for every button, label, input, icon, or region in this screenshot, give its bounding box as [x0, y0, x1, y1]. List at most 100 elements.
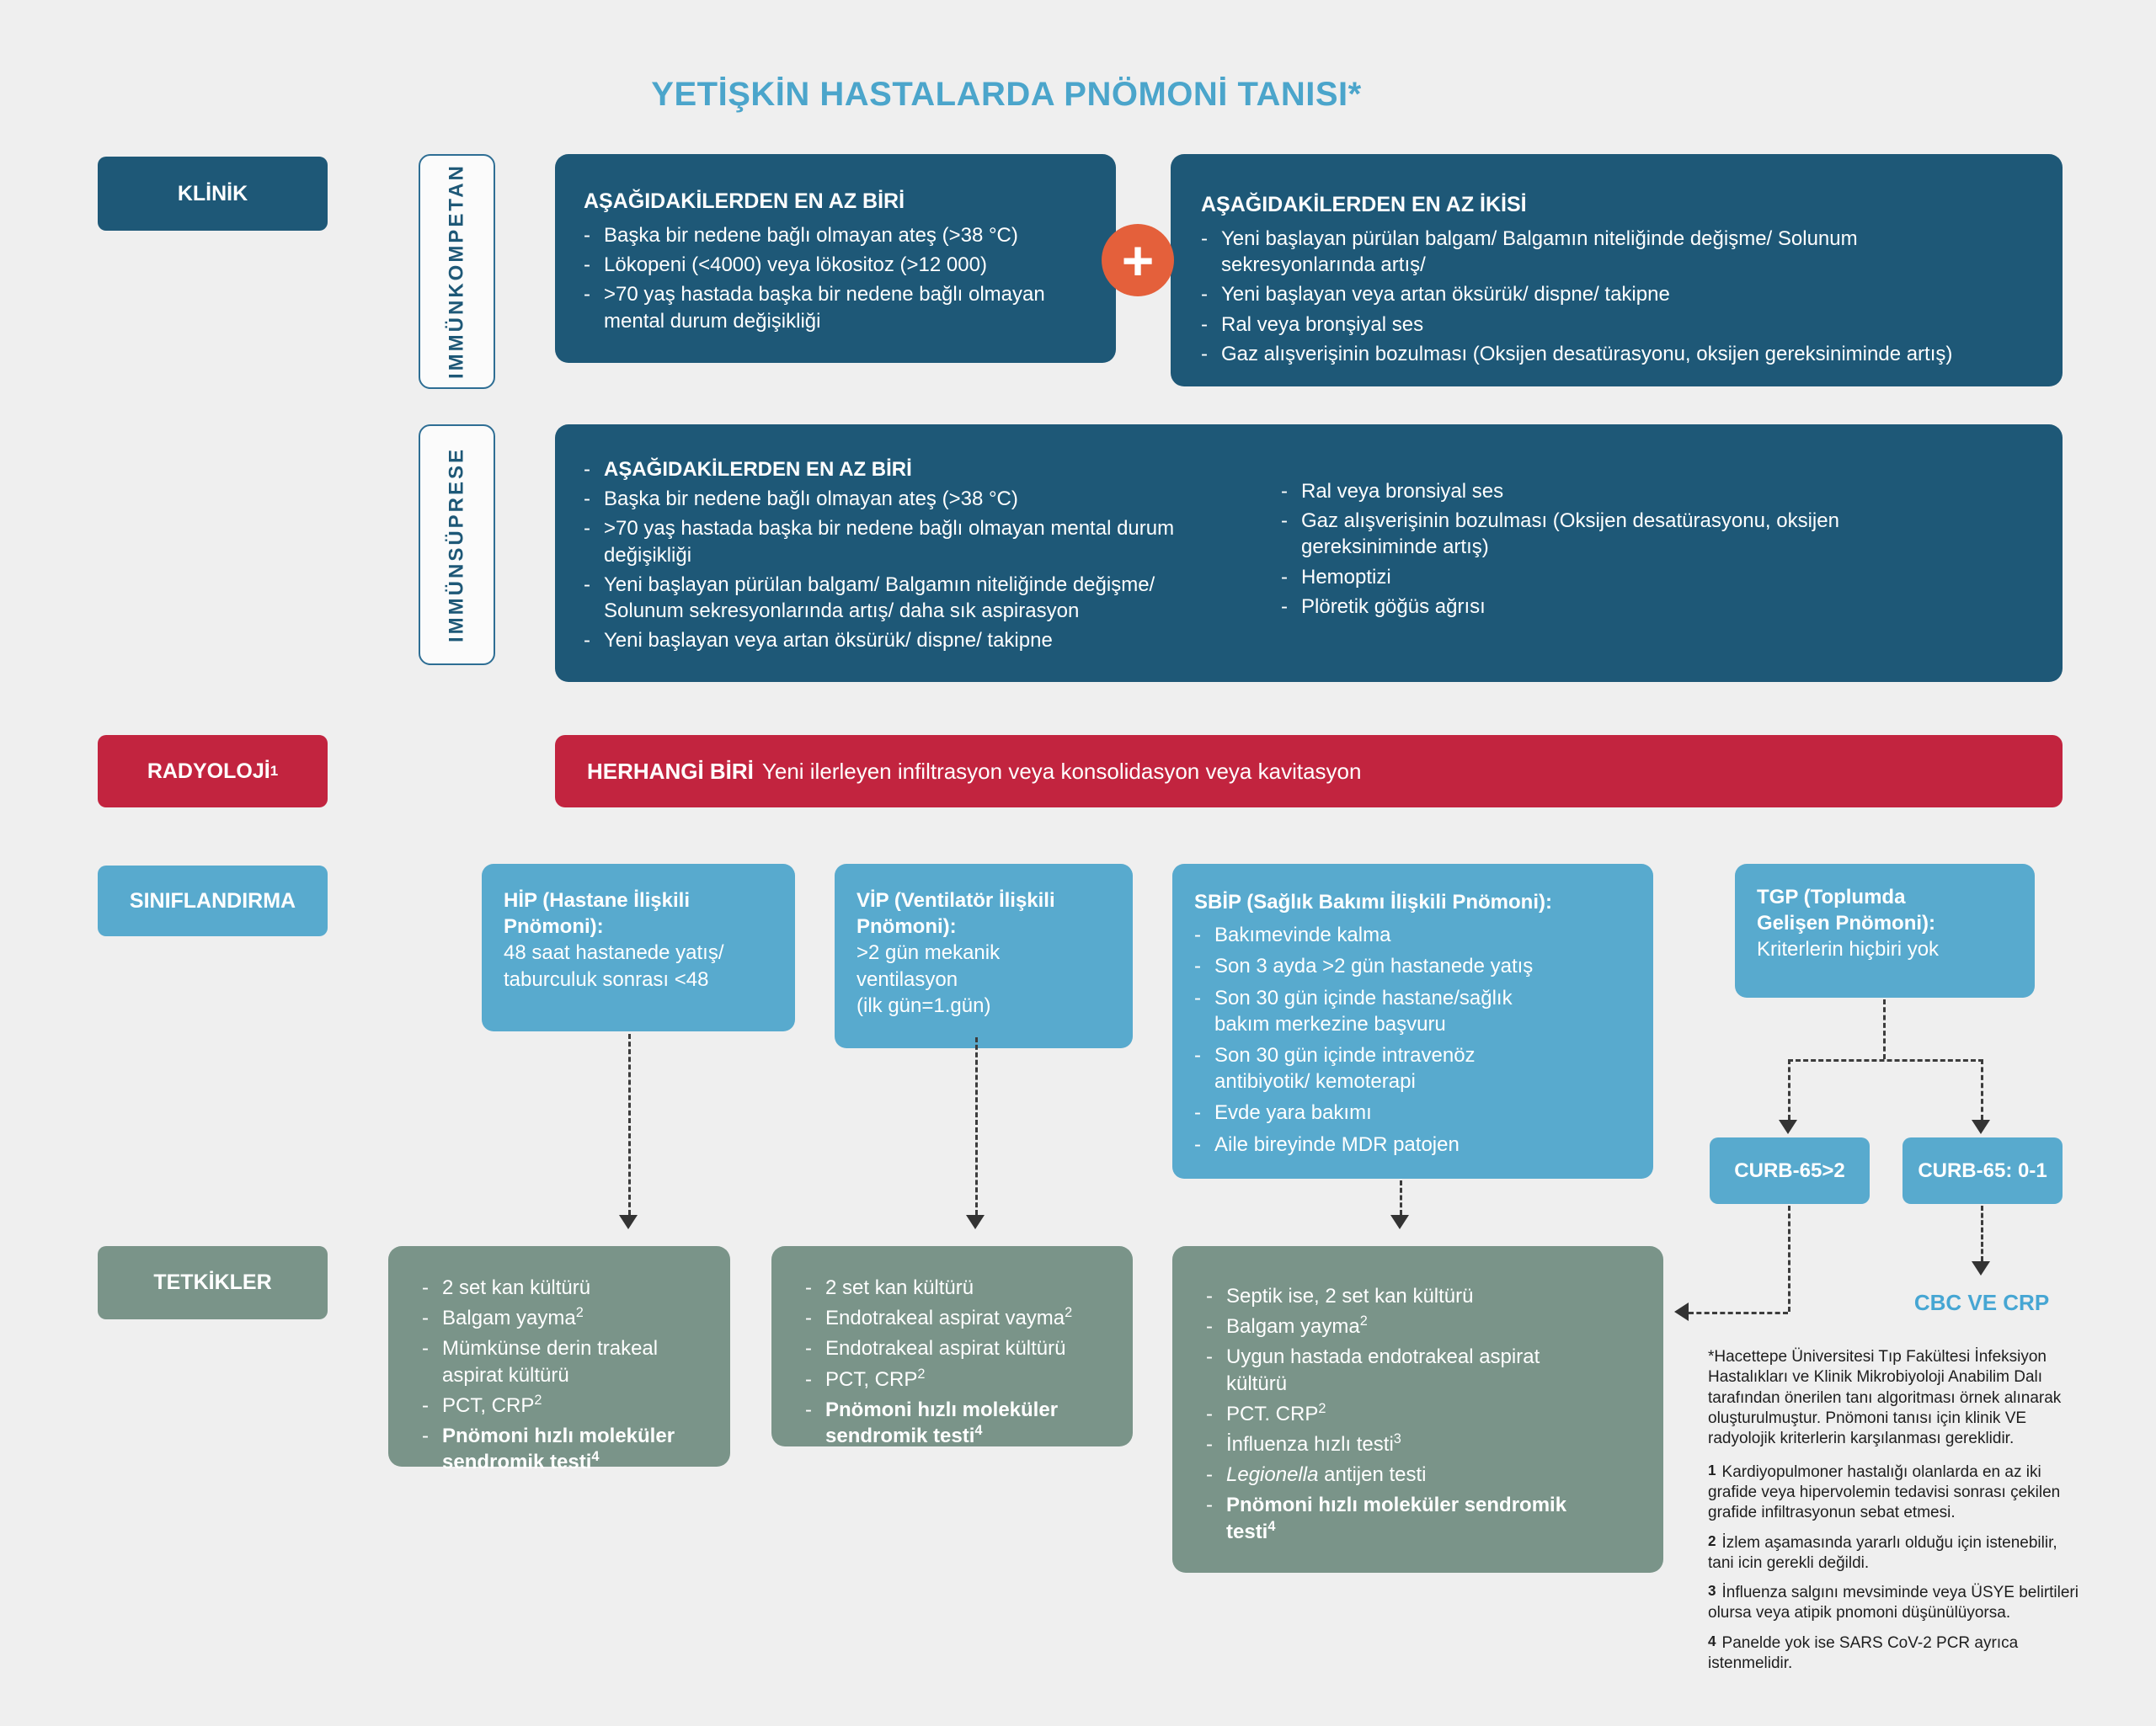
- list-item: -Yeni başlayan pürülan balgam/ Balgamın …: [584, 573, 1155, 622]
- row-label-klinik: KLİNİK: [98, 157, 328, 231]
- connector-curb-low-down: [1981, 1206, 1983, 1261]
- list-item: -Gaz alışverişinin bozulması (Oksijen de…: [1201, 342, 1953, 365]
- list-item: -Evde yara bakımı: [1194, 1101, 1372, 1125]
- list-item: -Endotrakeal aspirat kültürü: [805, 1337, 1066, 1361]
- list-item: -PCT, CRP2: [422, 1392, 542, 1417]
- list-item: -Pnömoni hızlı moleküler sendromik testi…: [1206, 1494, 1567, 1543]
- list-item: -Pnömoni hızlı moleküler sendromik testi…: [422, 1424, 675, 1474]
- tests-sbip-box: -Septik ise, 2 set kan kültürü -Balgam ya…: [1172, 1246, 1663, 1573]
- arrow-down-icon: [1779, 1120, 1797, 1134]
- criteria-list: -Bakımevinde kalma -Son 3 ayda >2 gün has…: [1194, 922, 1631, 1158]
- list-item: -Son 30 gün içinde hastane/sağlık bakım …: [1194, 986, 1513, 1036]
- arrow-down-icon: [966, 1215, 985, 1229]
- footnotes-block: *Hacettepe Üniversitesi Tıp Fakültesi İn…: [1708, 1347, 2079, 1682]
- plus-icon: +: [1102, 224, 1174, 296]
- classification-title: SBİP (Sağlık Bakımı İlişkili Pnömoni):: [1194, 891, 1552, 914]
- connector-tgp-stem: [1883, 999, 1886, 1059]
- list-item: -Başka bir nedene bağlı olmayan ateş (>3…: [584, 224, 1018, 247]
- immunocompetent-criteria-box: AŞAĞIDAKİLERDEN EN AZ BİRİ -Başka bir ne…: [555, 154, 1116, 363]
- tests-hip-box: -2 set kan kültürü -Balgam yayma2 -Mümküns…: [388, 1246, 730, 1473]
- criteria-column-right: -Ral veya bronsiyal ses-Gaz alışverişini…: [1281, 478, 1938, 623]
- box-heading: AŞAĞIDAKİLERDEN EN AZ BİRİ: [584, 189, 905, 213]
- page-title: YETİŞKİN HASTALARDA PNÖMONİ TANISI*: [651, 76, 1362, 113]
- list-item: -Yeni başlayan veya artan öksürük/ dispn…: [584, 629, 1053, 653]
- classification-title: VİP (Ventilatör İlişkili Pnömoni):: [857, 889, 1055, 939]
- cbc-crp-label: CBC VE CRP: [1913, 1290, 2050, 1315]
- criteria-column-left: -AŞAĞIDAKİLERDEN EN AZ BİRİ-Başka bir ne…: [584, 456, 1257, 657]
- connector-curb-high-left: [1689, 1312, 1788, 1314]
- row-label-text: RADYOLOJİ: [147, 759, 270, 783]
- tests-list: -Septik ise, 2 set kan kültürü -Balgam ya…: [1206, 1283, 1652, 1545]
- list-item: -Balgam yayma2: [1206, 1313, 1368, 1339]
- classification-body: 48 saat hastanede yatış/ taburculuk sonr…: [504, 941, 724, 991]
- classification-title: HİP (Hastane İlişkili Pnömoni):: [504, 889, 690, 939]
- classification-title: TGP (Toplumda Gelişen Pnömoni):: [1757, 886, 1936, 935]
- connector-tgp-branch: [1788, 1059, 1983, 1062]
- connector-tgp-curb-low: [1981, 1059, 1983, 1120]
- list-item: ->70 yaş hastada başka bir nedene bağlı …: [584, 517, 1175, 567]
- row-label-tetkikler: TETKİKLER: [98, 1246, 328, 1319]
- list-item: -Yeni başlayan veya artan öksürük/ dispn…: [1201, 283, 1670, 306]
- connector-curb-high-down: [1788, 1206, 1790, 1312]
- list-item: -Son 30 gün içinde intravenöz antibiyoti…: [1194, 1043, 1476, 1094]
- criteria-list: -AŞAĞIDAKİLERDEN EN AZ BİRİ-Başka bir ne…: [584, 456, 1257, 653]
- bar-bold-text: HERHANGİ BİRİ: [587, 758, 754, 784]
- list-item: -Balgam yayma2: [422, 1305, 584, 1330]
- list-item: -Plöretik göğüs ağrısı: [1281, 594, 1486, 618]
- list-item: -İnfluenza hızlı testi3: [1206, 1430, 1401, 1456]
- tests-list: -2 set kan kültürü -Balgam yayma2 -Mümküns…: [422, 1275, 718, 1475]
- arrow-down-icon: [619, 1215, 638, 1229]
- arrow-down-icon: [1972, 1120, 1990, 1134]
- immunosuppressed-criteria-box: -AŞAĞIDAKİLERDEN EN AZ BİRİ-Başka bir ne…: [555, 424, 2063, 682]
- classification-sbip-box: SBİP (Sağlık Bakımı İlişkili Pnömoni): -…: [1172, 864, 1653, 1179]
- list-item: -Lökopeni (<4000) veya lökositoz (>12 00…: [584, 253, 987, 277]
- list-item: -2 set kan kültürü: [805, 1276, 974, 1299]
- classification-hip-box: HİP (Hastane İlişkili Pnömoni): 48 saat …: [482, 864, 795, 1031]
- radiology-criteria-bar: HERHANGİ BİRİ Yeni ilerleyen infiltrasyo…: [555, 735, 2063, 807]
- list-item: -Ral veya bronşiyal ses: [1201, 312, 1424, 336]
- arrow-down-icon: [1972, 1261, 1990, 1276]
- classification-body: Kriterlerin hiçbiri yok: [1757, 938, 1940, 962]
- list-item: -Septik ise, 2 set kan kültürü: [1206, 1285, 1474, 1308]
- list-item: -PCT. CRP2: [1206, 1400, 1326, 1425]
- classification-tgp-box: TGP (Toplumda Gelişen Pnömoni): Kriterle…: [1735, 864, 2035, 998]
- tests-list: -2 set kan kültürü -Endotrakeal aspirat v…: [805, 1275, 1121, 1449]
- footnote-star: *Hacettepe Üniversitesi Tıp Fakültesi İn…: [1708, 1348, 2062, 1448]
- arrow-left-icon: [1674, 1302, 1689, 1321]
- box-heading: AŞAĞIDAKİLERDEN EN AZ İKİSİ: [1201, 193, 1527, 216]
- row-label-siniflandirma: SINIFLANDIRMA: [98, 866, 328, 936]
- list-item: -Ral veya bronsiyal ses: [1281, 480, 1504, 503]
- arrow-down-icon: [1390, 1215, 1409, 1229]
- criteria-list: -Başka bir nedene bağlı olmayan ateş (>3…: [584, 222, 1096, 334]
- list-item: -Bakımevinde kalma: [1194, 924, 1391, 947]
- connector-tgp-curb-high: [1788, 1059, 1790, 1120]
- list-item: -AŞAĞIDAKİLERDEN EN AZ BİRİ: [584, 458, 912, 481]
- list-item: -Hemoptizi: [1281, 565, 1391, 589]
- classification-body: >2 gün mekanik ventilasyon (ilk gün=1.gü…: [857, 941, 1001, 1017]
- bar-text: Yeni ilerleyen infiltrasyon veya konsoli…: [761, 758, 1362, 784]
- vertical-label-immunkompetan: IMMÜNKOMPETAN: [419, 154, 495, 389]
- curb65-high-box: CURB-65>2: [1710, 1137, 1870, 1204]
- list-item: -Endotrakeal aspirat vayma2: [805, 1305, 1073, 1330]
- connector-vip-tests: [975, 1037, 978, 1215]
- connector-sbip-tests: [1400, 1180, 1402, 1215]
- list-item: -Aile bireyinde MDR patojen: [1194, 1132, 1460, 1156]
- connector-hip-tests: [628, 1034, 631, 1215]
- list-item: -PCT, CRP2: [805, 1366, 926, 1391]
- list-item: -Yeni başlayan pürülan balgam/ Balgamın …: [1201, 227, 1858, 277]
- list-item: -Uygun hastada endotrakeal aspirat kültü…: [1206, 1345, 1540, 1395]
- list-item: -Legionella antijen testi: [1206, 1463, 1427, 1487]
- vertical-label-immunsuprese: IMMÜNSÜPRESE: [419, 424, 495, 665]
- curb65-low-box: CURB-65: 0-1: [1903, 1137, 2063, 1204]
- list-item: -2 set kan kültürü: [422, 1276, 591, 1299]
- list-item: -Mümkünse derin trakeal aspirat kültürü: [422, 1337, 659, 1387]
- list-item: -Son 3 ayda >2 gün hastanede yatış: [1194, 955, 1534, 978]
- classification-vip-box: VİP (Ventilatör İlişkili Pnömoni): >2 gü…: [835, 864, 1133, 1048]
- tests-vip-box: -2 set kan kültürü -Endotrakeal aspirat v…: [771, 1246, 1133, 1449]
